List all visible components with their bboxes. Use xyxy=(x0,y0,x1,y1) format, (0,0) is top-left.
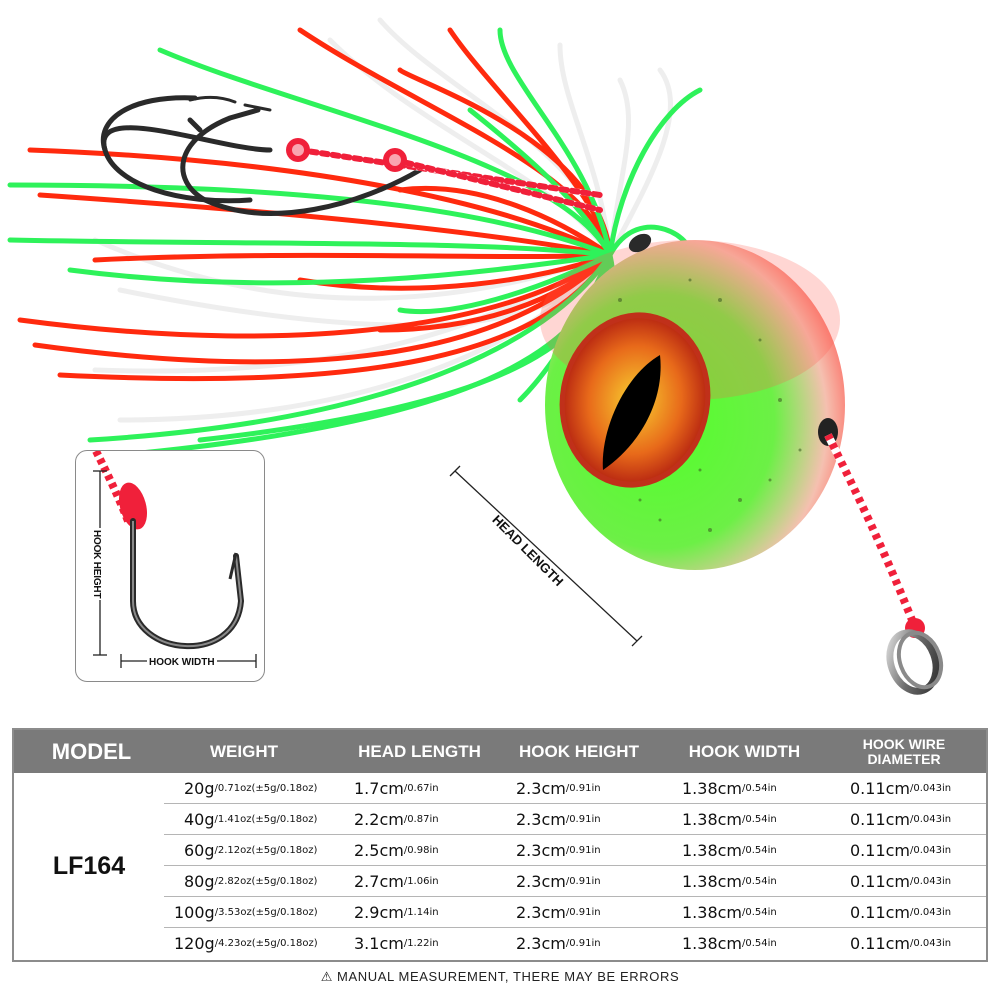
cell-hook-width: 1.38cm/0.54in xyxy=(682,903,777,922)
cell-wire-diameter: 0.11cm/0.043in xyxy=(850,872,952,891)
cell-hook-width: 1.38cm/0.54in xyxy=(682,779,777,798)
header-hook-wire-line1: HOOK WIRE xyxy=(862,735,946,752)
header-model: MODEL xyxy=(51,738,132,764)
cell-weight: 20g/0.71oz(±5g/0.18oz) xyxy=(184,779,318,798)
cell-wire-diameter: 0.11cm/0.043in xyxy=(850,841,952,860)
measurement-disclaimer: ⚠MANUAL MEASUREMENT, THERE MAY BE ERRORS xyxy=(0,969,1000,985)
cell-hook-width: 1.38cm/0.54in xyxy=(682,810,777,829)
cell-head-length: 2.7cm/1.06in xyxy=(354,872,439,891)
cell-wire-diameter: 0.11cm/0.043in xyxy=(850,779,952,798)
header-hook-height: HOOK HEIGHT xyxy=(519,741,639,761)
header-weight: WEIGHT xyxy=(210,741,278,761)
front-cord-and-split-ring xyxy=(824,433,944,695)
double-assist-hooks xyxy=(100,95,423,216)
cell-wire-diameter: 0.11cm/0.043in xyxy=(850,934,952,953)
cell-head-length: 3.1cm/1.22in xyxy=(354,934,439,953)
cell-hook-height: 2.3cm/0.91in xyxy=(516,872,601,891)
table-row: 100g/3.53oz(±5g/0.18oz) 2.9cm/1.14in 2.3… xyxy=(164,897,986,928)
eye xyxy=(559,312,711,488)
table-row: 40g/1.41oz(±5g/0.18oz) 2.2cm/0.87in 2.3c… xyxy=(164,804,986,835)
product-image: HEAD LENGTH xyxy=(7,17,944,695)
cell-hook-height: 2.3cm/0.91in xyxy=(516,934,601,953)
cell-weight: 60g/2.12oz(±5g/0.18oz) xyxy=(184,841,318,860)
cell-head-length: 2.2cm/0.87in xyxy=(354,810,439,829)
jig-head xyxy=(540,233,845,570)
table-header: MODEL WEIGHT HEAD LENGTH HOOK HEIGHT HOO… xyxy=(14,730,986,773)
disclaimer-text: MANUAL MEASUREMENT, THERE MAY BE ERRORS xyxy=(337,969,680,984)
cell-hook-height: 2.3cm/0.91in xyxy=(516,841,601,860)
cell-weight: 100g/3.53oz(±5g/0.18oz) xyxy=(174,903,318,922)
cell-hook-height: 2.3cm/0.91in xyxy=(516,903,601,922)
cell-hook-width: 1.38cm/0.54in xyxy=(682,934,777,953)
lure-illustration xyxy=(7,17,944,695)
table-row: 80g/2.82oz(±5g/0.18oz) 2.7cm/1.06in 2.3c… xyxy=(164,866,986,897)
header-hook-wire-diameter: HOOK WIRE DIAMETER xyxy=(829,730,979,773)
header-head-length: HEAD LENGTH xyxy=(358,741,481,761)
silicone-skirt xyxy=(7,17,703,458)
cell-head-length: 1.7cm/0.67in xyxy=(354,779,439,798)
hook-width-label: HOOK WIDTH xyxy=(147,657,217,668)
table-row: 60g/2.12oz(±5g/0.18oz) 2.5cm/0.98in 2.3c… xyxy=(164,835,986,866)
cell-hook-height: 2.3cm/0.91in xyxy=(516,779,601,798)
cell-wire-diameter: 0.11cm/0.043in xyxy=(850,903,952,922)
table-row: 120g/4.23oz(±5g/0.18oz) 3.1cm/1.22in 2.3… xyxy=(164,928,986,959)
hook-dimension-inset xyxy=(75,450,265,682)
hook-height-label: HOOK HEIGHT xyxy=(91,528,102,601)
head-length-dimension xyxy=(449,465,643,647)
table-row: 20g/0.71oz(±5g/0.18oz) 1.7cm/0.67in 2.3c… xyxy=(164,773,986,804)
spec-table: MODEL WEIGHT HEAD LENGTH HOOK HEIGHT HOO… xyxy=(12,728,988,962)
cell-wire-diameter: 0.11cm/0.043in xyxy=(850,810,952,829)
cell-weight: 80g/2.82oz(±5g/0.18oz) xyxy=(184,872,318,891)
assist-cord xyxy=(286,138,603,213)
cell-head-length: 2.5cm/0.98in xyxy=(354,841,439,860)
warning-icon: ⚠ xyxy=(320,969,334,984)
cell-hook-height: 2.3cm/0.91in xyxy=(516,810,601,829)
single-hook-icon xyxy=(92,451,257,668)
cell-hook-width: 1.38cm/0.54in xyxy=(682,872,777,891)
cell-weight: 40g/1.41oz(±5g/0.18oz) xyxy=(184,810,318,829)
table-body: 20g/0.71oz(±5g/0.18oz) 1.7cm/0.67in 2.3c… xyxy=(164,773,986,959)
header-hook-width: HOOK WIDTH xyxy=(688,741,801,761)
cell-hook-width: 1.38cm/0.54in xyxy=(682,841,777,860)
model-number: LF164 xyxy=(52,852,126,880)
cell-weight: 120g/4.23oz(±5g/0.18oz) xyxy=(174,934,318,953)
cell-head-length: 2.9cm/1.14in xyxy=(354,903,439,922)
header-hook-wire-line2: DIAMETER xyxy=(867,750,941,767)
